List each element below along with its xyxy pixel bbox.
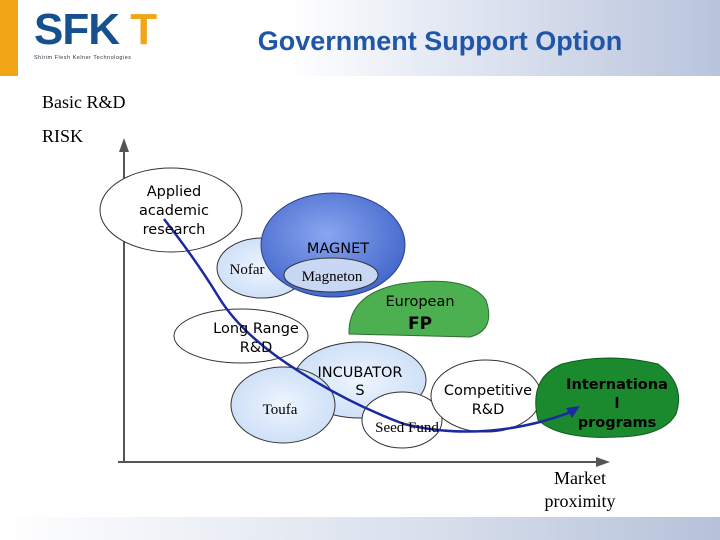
european-line2: FP (408, 314, 432, 334)
basic-rd-label: Basic R&D (42, 92, 126, 112)
competitive-line1: Competitive (444, 383, 532, 399)
international-line2: l (615, 396, 620, 412)
market-line1: Market (554, 468, 606, 488)
magnet-label: MAGNET (307, 241, 369, 257)
seed-fund-label: Seed Fund (375, 420, 439, 436)
magneton-label: Magneton (302, 269, 363, 285)
long-range-line1: Long Range (213, 321, 299, 337)
international-line3: programs (578, 415, 657, 431)
european-line1: European (385, 294, 454, 310)
toufa-bubble (230, 366, 336, 444)
logo-accent-bar (0, 0, 18, 76)
long-range-bubble (173, 308, 309, 364)
x-axis-arrow (596, 457, 610, 467)
competitive-line2: R&D (472, 402, 505, 418)
market-line2: proximity (544, 491, 616, 511)
magneton-bubble (283, 257, 379, 293)
european-fp-bubble (348, 280, 490, 338)
toufa-label: Toufa (263, 402, 298, 418)
logo-subtitle: Shirim Flesh Kelner Technologies (34, 55, 132, 61)
international-line1: Internationa (566, 377, 668, 393)
applied-line2: academic (139, 203, 209, 219)
international-programs-bubble (535, 357, 680, 438)
seed-fund-bubble (361, 391, 443, 449)
progression-curve-arrowhead (566, 406, 580, 418)
applied-line1: Applied (147, 184, 202, 200)
risk-label: RISK (42, 126, 84, 146)
y-axis-arrow (119, 138, 129, 152)
incubator-line1: INCUBATOR (318, 365, 403, 381)
progression-curve (163, 218, 576, 433)
logo: SFK T (34, 5, 157, 54)
footer-band (0, 517, 720, 540)
logo-accent-letter: T (130, 5, 157, 54)
logo-text: SFK (34, 5, 120, 54)
incubator-line2: S (355, 383, 364, 399)
applied-line3: research (143, 222, 206, 238)
nofar-label: Nofar (230, 262, 265, 278)
applied-research-bubble (99, 167, 243, 253)
market-proximity-label: Market proximity (520, 467, 640, 513)
long-range-line2: R&D (240, 340, 273, 356)
header-band (0, 0, 720, 76)
page-title: Government Support Option (257, 26, 623, 56)
